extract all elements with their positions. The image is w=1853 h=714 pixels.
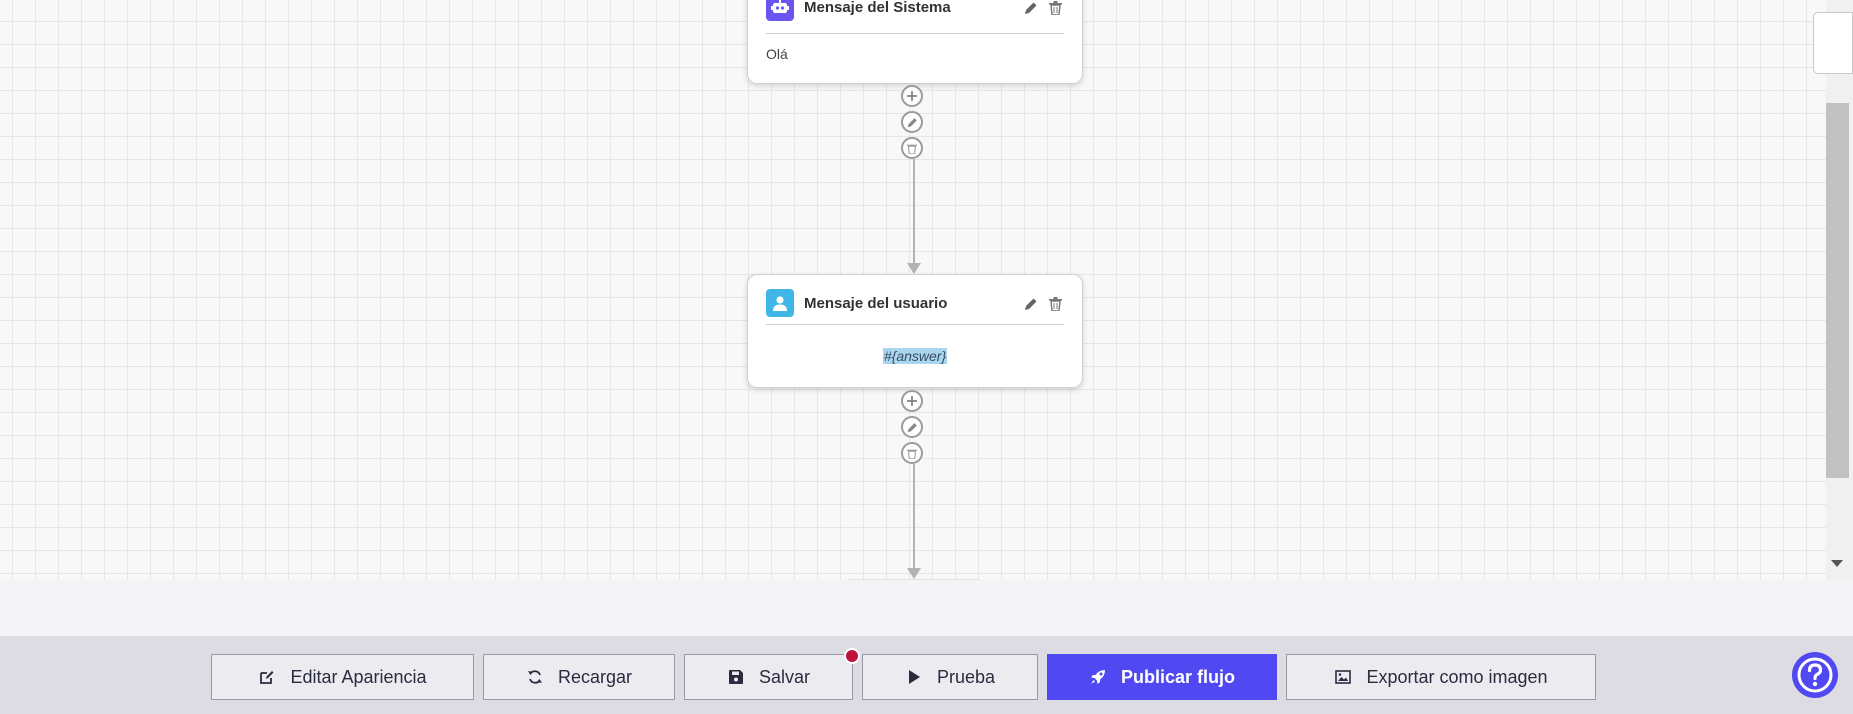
reload-label: Recargar xyxy=(557,666,633,687)
plus-icon xyxy=(907,91,917,101)
question-icon xyxy=(1797,657,1833,693)
save-label: Salvar xyxy=(758,666,811,687)
delete-step-button[interactable] xyxy=(901,442,923,464)
export-image-button[interactable]: Exportar como imagen xyxy=(1286,654,1596,700)
flow-canvas[interactable]: Mensaje del Sistema Olá Mensaje del usua… xyxy=(0,0,1826,580)
delete-step-button[interactable] xyxy=(901,137,923,159)
floppy-disk-icon xyxy=(727,668,745,686)
robot-icon xyxy=(766,0,794,21)
pencil-icon xyxy=(907,117,917,127)
publish-label: Publicar flujo xyxy=(1120,666,1235,687)
node-body: Olá xyxy=(766,46,788,62)
node-title: Mensaje del usuario xyxy=(804,295,948,312)
answer-variable: #{answer} xyxy=(882,348,948,364)
trash-icon[interactable] xyxy=(1046,295,1064,313)
play-icon xyxy=(905,668,923,686)
next-node-edge xyxy=(848,579,980,580)
unsaved-changes-badge xyxy=(844,648,860,664)
side-panel-tab[interactable] xyxy=(1813,12,1853,74)
refresh-icon xyxy=(526,668,544,686)
reload-button[interactable]: Recargar xyxy=(483,654,675,700)
help-button[interactable] xyxy=(1792,652,1838,698)
trash-icon xyxy=(907,449,917,459)
export-label: Exportar como imagen xyxy=(1366,666,1548,687)
pencil-icon xyxy=(907,422,917,432)
connector-arrow xyxy=(907,568,921,579)
save-button[interactable]: Salvar xyxy=(684,654,853,700)
pencil-icon[interactable] xyxy=(1022,295,1040,313)
image-icon xyxy=(1334,668,1352,686)
edit-icon xyxy=(258,668,276,686)
add-step-button[interactable] xyxy=(901,85,923,107)
publish-flow-button[interactable]: Publicar flujo xyxy=(1047,654,1277,700)
edit-appearance-label: Editar Apariencia xyxy=(290,666,427,687)
node-header: Mensaje del usuario xyxy=(766,289,1064,325)
add-step-button[interactable] xyxy=(901,390,923,412)
rocket-icon xyxy=(1089,668,1107,686)
edit-step-button[interactable] xyxy=(901,111,923,133)
trash-icon[interactable] xyxy=(1046,0,1064,17)
test-button[interactable]: Prueba xyxy=(862,654,1038,700)
node-header: Mensaje del Sistema xyxy=(766,0,1064,34)
edit-step-button[interactable] xyxy=(901,416,923,438)
test-label: Prueba xyxy=(936,666,996,687)
plus-icon xyxy=(907,396,917,406)
connector-line xyxy=(913,159,915,264)
trash-icon xyxy=(907,144,917,154)
edit-appearance-button[interactable]: Editar Apariencia xyxy=(211,654,474,700)
connector-arrow xyxy=(907,263,921,274)
system-message-node[interactable]: Mensaje del Sistema Olá xyxy=(747,0,1083,84)
user-icon xyxy=(766,289,794,317)
scroll-down-arrow-icon[interactable] xyxy=(1831,560,1843,567)
user-message-node[interactable]: Mensaje del usuario #{answer} xyxy=(747,274,1083,388)
node-title: Mensaje del Sistema xyxy=(804,0,951,16)
connector-line xyxy=(913,464,915,569)
pencil-icon[interactable] xyxy=(1022,0,1040,17)
scrollbar-thumb[interactable] xyxy=(1826,103,1849,478)
node-body: #{answer} xyxy=(766,348,1064,364)
